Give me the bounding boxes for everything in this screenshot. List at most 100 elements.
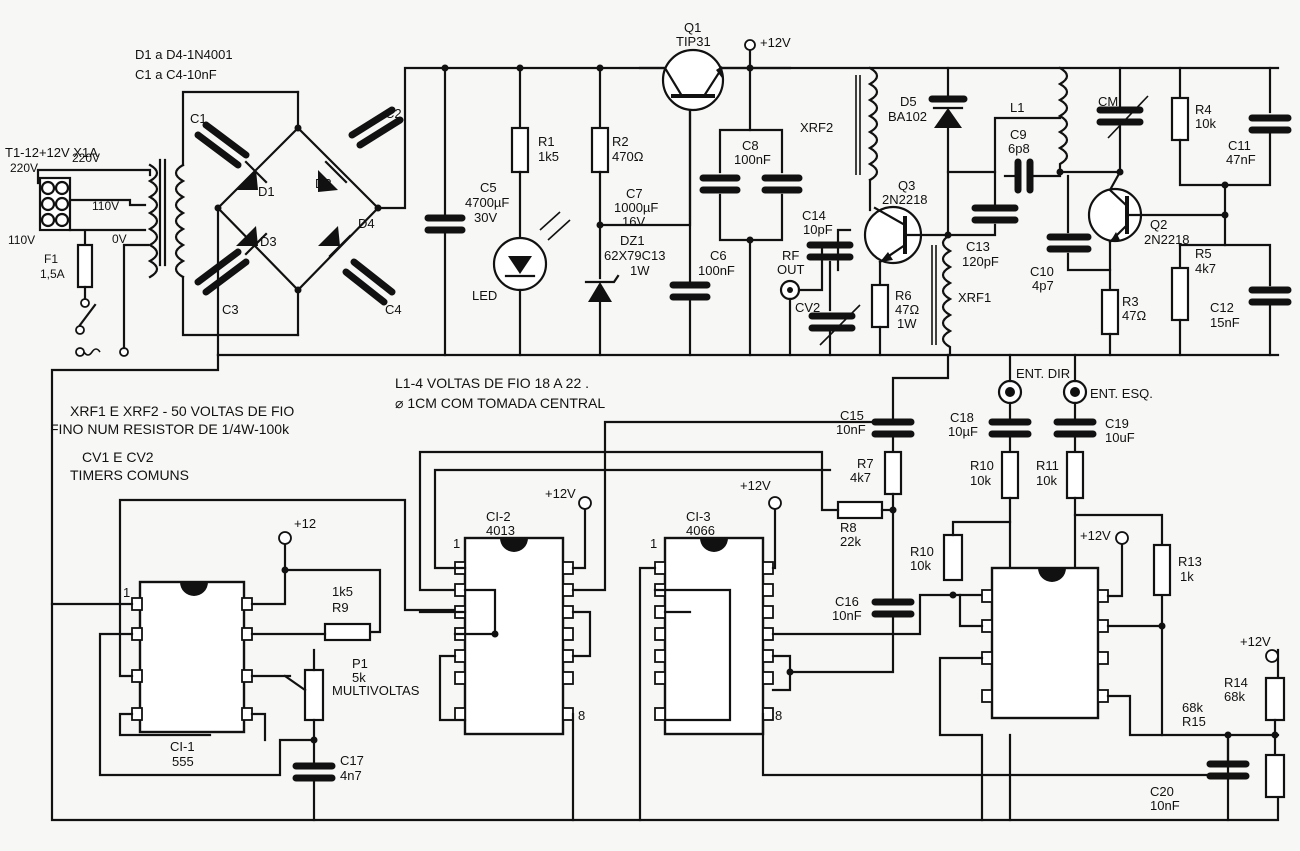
- label-c9: C9: [1010, 127, 1027, 142]
- label-r2: R2: [612, 134, 629, 149]
- label-c10-value: 4p7: [1032, 278, 1054, 293]
- label-c11-value: 47nF: [1226, 152, 1256, 167]
- label-p1-value: 5k: [352, 670, 366, 685]
- label-cv2: CV2: [795, 300, 820, 315]
- label-c15: C15: [840, 408, 864, 423]
- label-c5-value: 4700µF: [465, 195, 509, 210]
- label-rf: RF: [782, 248, 799, 263]
- label-c17-value: 4n7: [340, 768, 362, 783]
- label-r6-value: 47Ω: [895, 302, 919, 317]
- label-q1-type: TIP31: [676, 34, 711, 49]
- label-c8-value: 100nF: [734, 152, 771, 167]
- label-f1: F1: [44, 252, 58, 266]
- rfc-xrf2: [855, 66, 879, 212]
- label-c13-value: 120pF: [962, 254, 999, 269]
- label-ci3-pin1: 1: [650, 536, 657, 551]
- label-dz1-value: 62X79C13: [604, 248, 665, 263]
- label-c4: C4: [385, 302, 402, 317]
- note-rfc-1: XRF1 E XRF2 - 50 VOLTAS DE FIO: [70, 403, 294, 419]
- label-p1-type: MULTIVOLTAS: [332, 683, 420, 698]
- filter-c7-c8: [699, 39, 803, 357]
- label-r11-value: 10k: [1036, 473, 1057, 488]
- label-ent-dir: ENT. DIR: [1016, 366, 1070, 381]
- label-r8-value: 22k: [840, 534, 861, 549]
- varicap-d5: [928, 66, 968, 239]
- label-c13: C13: [966, 239, 990, 254]
- led-branch: [492, 64, 571, 357]
- label-0v: 0V: [112, 232, 127, 246]
- label-r11: R11: [1036, 458, 1059, 473]
- label-c11: C11: [1228, 138, 1251, 153]
- label-c2: C2: [385, 106, 402, 121]
- label-c7-value: 1000µF: [614, 200, 658, 215]
- label-c7-voltage: 16V: [622, 214, 645, 229]
- label-f1-value: 1,5A: [40, 267, 65, 281]
- label-c1: C1: [190, 111, 207, 126]
- note-caps: C1 a C4-10nF: [135, 67, 217, 82]
- note-coil-2: ⌀ 1CM COM TOMADA CENTRAL: [395, 395, 605, 411]
- label-c12: C12: [1210, 300, 1234, 315]
- label-c5: C5: [480, 180, 497, 195]
- label-r4-value: 10k: [1195, 116, 1216, 131]
- label-r8: R8: [840, 520, 857, 535]
- note-diodes: D1 a D4-1N4001: [135, 47, 233, 62]
- label-c16: C16: [835, 594, 859, 609]
- note-rfc-2: FINO NUM RESISTOR DE 1/4W-100k: [50, 421, 290, 437]
- label-r10-lower: R10: [910, 544, 934, 559]
- label-led: LED: [472, 288, 497, 303]
- label-d3: D3: [260, 234, 277, 249]
- label-c14: C14: [802, 208, 826, 223]
- label-q1: Q1: [684, 20, 701, 35]
- note-coil-1: L1-4 VOLTAS DE FIO 18 A 22 .: [395, 375, 589, 391]
- label-c17: C17: [340, 753, 364, 768]
- label-r10-lower-value: 10k: [910, 558, 931, 573]
- label-r3: R3: [1122, 294, 1139, 309]
- label-c5-voltage: 30V: [474, 210, 497, 225]
- label-110v: 110V: [8, 233, 35, 247]
- label-r14: R14: [1224, 675, 1248, 690]
- label-q3-type: 2N2218: [882, 192, 928, 207]
- label-c20-value: 10nF: [1150, 798, 1180, 813]
- label-c16-value: 10nF: [832, 608, 862, 623]
- label-r3-value: 47Ω: [1122, 308, 1146, 323]
- label-cm: CM: [1098, 94, 1118, 109]
- label-ci3-pin8: 8: [775, 708, 782, 723]
- ic-ci3: [638, 496, 1230, 822]
- note-trimmers-2: TIMERS COMUNS: [70, 467, 189, 483]
- label-c18-value: 10µF: [948, 424, 978, 439]
- label-c12-value: 15nF: [1210, 315, 1240, 330]
- label-ci2-pin8: 8: [578, 708, 585, 723]
- label-d1: D1: [258, 184, 275, 199]
- label-r10-upper-value: 10k: [970, 473, 991, 488]
- rfc-xrf1: [931, 233, 953, 357]
- label-ci2: CI-2: [486, 509, 511, 524]
- label-c18: C18: [950, 410, 974, 425]
- label-r2-value: 470Ω: [612, 149, 644, 164]
- label-r6-power: 1W: [897, 316, 917, 331]
- label-vcc-divider: +12V: [1240, 634, 1271, 649]
- label-c9-value: 6p8: [1008, 141, 1030, 156]
- label-220v-top: 220V: [72, 151, 100, 165]
- label-r9: R9: [332, 600, 349, 615]
- label-r5-value: 4k7: [1195, 261, 1216, 276]
- bridge-rectifier: [194, 66, 1280, 357]
- label-ci3: CI-3: [686, 509, 711, 524]
- label-rf-out: OUT: [777, 262, 805, 277]
- label-ci1-pin1: 1: [123, 585, 130, 600]
- label-r7-value: 4k7: [850, 470, 871, 485]
- label-c20: C20: [1150, 784, 1174, 799]
- label-c6: C6: [710, 248, 727, 263]
- label-c19-value: 10uF: [1105, 430, 1135, 445]
- label-l1: L1: [1010, 100, 1024, 115]
- bias-network: [1170, 66, 1292, 357]
- mains-input: [36, 168, 152, 357]
- label-d5: D5: [900, 94, 917, 109]
- filter-c5: [424, 64, 466, 357]
- label-r1-value: 1k5: [538, 149, 559, 164]
- label-c7: C7: [626, 186, 643, 201]
- output-divider: [1206, 648, 1286, 822]
- label-q2: Q2: [1150, 217, 1167, 232]
